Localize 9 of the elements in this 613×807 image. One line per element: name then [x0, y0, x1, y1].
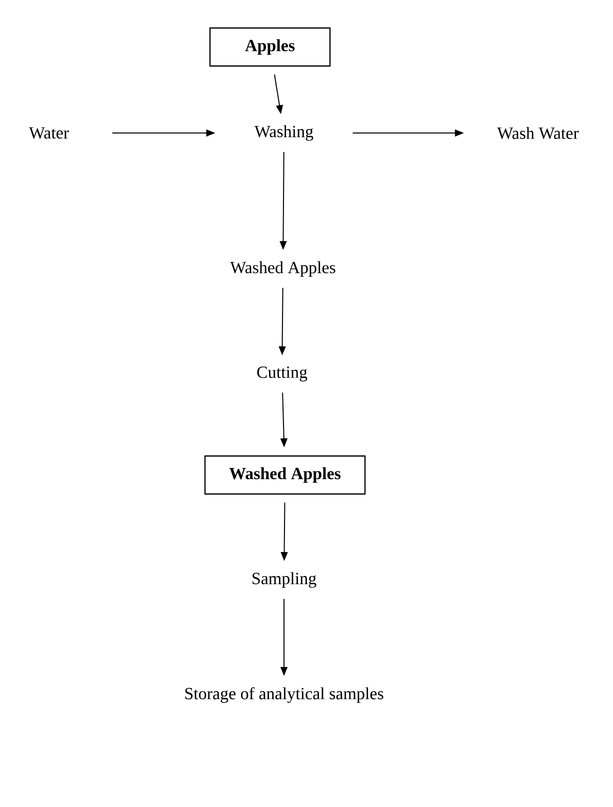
- process-label: Cutting: [257, 366, 308, 382]
- process-label: Storage of analytical samples: [185, 687, 384, 703]
- process-label: Sampling: [252, 572, 316, 588]
- process-label: Washing: [254, 125, 314, 141]
- process-label: Washed Apples: [230, 261, 336, 277]
- process-box: Washed Apples: [204, 455, 366, 495]
- process-label: Water: [28, 127, 69, 139]
- process-label: Wash Water: [497, 126, 579, 140]
- process-box: Apples: [209, 27, 331, 67]
